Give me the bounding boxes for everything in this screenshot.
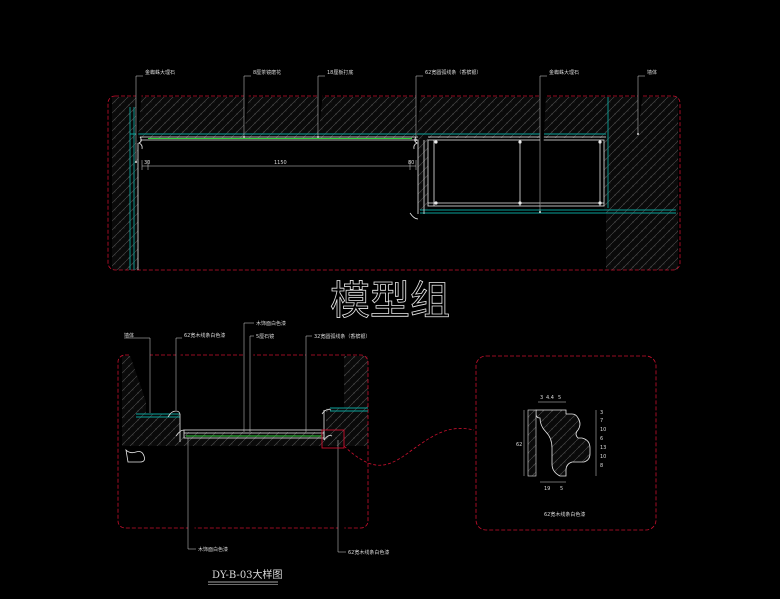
watermark: 模型组	[330, 278, 450, 324]
bottom-label-wood-line: 62宽木线条白色漆	[184, 332, 225, 339]
top-label-marble-right: 金蜘蛛大理石	[549, 69, 579, 76]
top-cavity-right	[428, 138, 604, 210]
drawing-title: DY-B-03大样图	[212, 568, 283, 581]
detail-dim-top-1: 4.4	[546, 395, 554, 401]
bottom-label-wood-line-2: 62宽木线条白色漆	[348, 549, 389, 556]
bottom-label-veneer: 木饰面白色漆	[256, 320, 286, 327]
detail-section: 3 4.4 5 62 3 7 10 6 13 10 8 19 5 62宽木线条白…	[475, 355, 657, 531]
bottom-label-wall: 墙体	[124, 332, 134, 339]
top-label-mirror: 8厘茶镜磨花	[253, 69, 281, 76]
top-label-arc-moulding: 62宽圆弧线条（香槟银）	[425, 69, 481, 76]
top-frame	[107, 95, 681, 271]
callout-curve	[343, 428, 475, 466]
top-label-marble-left: 金蜘蛛大理石	[145, 69, 175, 76]
detail-dim-bottom-0: 19	[544, 486, 550, 492]
detail-dim-top-2: 5	[558, 395, 561, 401]
detail-caption: 62宽木线条白色漆	[544, 511, 585, 518]
bottom-label-veneer-2: 木饰面白色漆	[198, 546, 228, 553]
top-section: 30 1150 80 金蜘蛛大理石 8厘茶镜磨花 18厘板打底 62宽圆弧线条（…	[107, 69, 681, 271]
bottom-section: 墙体 62宽木线条白色漆 木饰面白色漆 5厘石镜 32宽圆弧线条（香槟银） 木饰…	[117, 320, 475, 585]
detail-dim-right-6: 8	[600, 463, 603, 469]
detail-dim-top-0: 3	[540, 395, 543, 401]
top-label-wall: 墙体	[647, 69, 657, 76]
bottom-label-arc-line: 32宽圆弧线条（香槟银）	[314, 333, 370, 340]
top-dim-left: 30	[144, 160, 150, 166]
detail-dim-left: 62	[516, 442, 522, 448]
moulding-profile	[535, 409, 591, 477]
detail-dim-right-5: 10	[600, 454, 606, 460]
top-cavity-right-lower	[418, 210, 606, 270]
callout-box	[321, 429, 345, 449]
detail-dim-right-3: 6	[600, 436, 603, 442]
top-dim-right: 80	[408, 160, 414, 166]
top-label-board: 18厘板打底	[327, 69, 353, 76]
top-right-wall-hatch	[606, 97, 678, 270]
top-dim-main: 1150	[274, 160, 287, 166]
detail-dim-right-0: 3	[600, 410, 603, 416]
detail-frame	[475, 355, 657, 531]
detail-dim-right-4: 13	[600, 445, 606, 451]
detail-dim-bottom-1: 5	[560, 486, 563, 492]
bottom-label-mirror: 5厘石镜	[256, 333, 274, 340]
bottom-frame	[117, 354, 369, 529]
detail-dim-right-1: 7	[600, 418, 603, 424]
detail-dim-right-2: 10	[600, 427, 606, 433]
top-cavity-left	[138, 138, 418, 270]
